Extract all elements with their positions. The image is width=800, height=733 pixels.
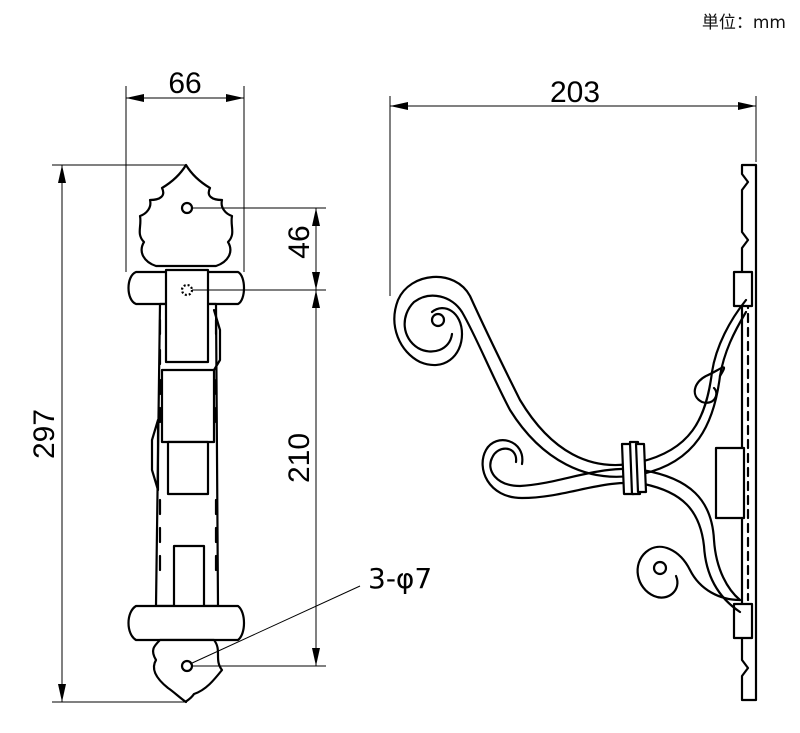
hole-bottom [180, 659, 194, 673]
top-ornament [138, 163, 234, 268]
side-dimensions: 203 [389, 76, 757, 296]
strap-texture [158, 318, 218, 572]
dim-hole-210: 210 [283, 433, 316, 483]
side-view [393, 163, 758, 702]
hole-top [180, 201, 194, 215]
front-dimensions: 66 297 46 210 3-φ7 [28, 67, 432, 703]
upper-link [164, 268, 210, 364]
lower-link [172, 544, 206, 610]
middle-link-lower [166, 440, 210, 496]
hole-middle [180, 283, 194, 297]
middle-link [160, 368, 216, 444]
lower-scroll-arm [489, 447, 742, 602]
binding-wrap [620, 440, 648, 496]
upper-clamp [732, 270, 754, 308]
right-curl [693, 366, 726, 404]
dim-height-297: 297 [28, 409, 61, 459]
front-view [127, 163, 246, 704]
left-lug [150, 418, 160, 492]
dim-width-66: 66 [168, 67, 201, 100]
unit-label: 単位：mm [701, 13, 786, 33]
hole-note: 3-φ7 [368, 562, 432, 595]
dim-hole-46: 46 [283, 225, 316, 258]
upper-scroll-arm [393, 275, 748, 467]
dim-projection-203: 203 [550, 76, 600, 109]
bottom-scroll-eye [652, 560, 668, 576]
bottom-scroll [636, 545, 742, 602]
upper-scroll-eye [430, 312, 446, 328]
mid-pad [714, 446, 746, 520]
lower-clamp [732, 602, 754, 640]
bottom-crossbar [127, 604, 246, 642]
